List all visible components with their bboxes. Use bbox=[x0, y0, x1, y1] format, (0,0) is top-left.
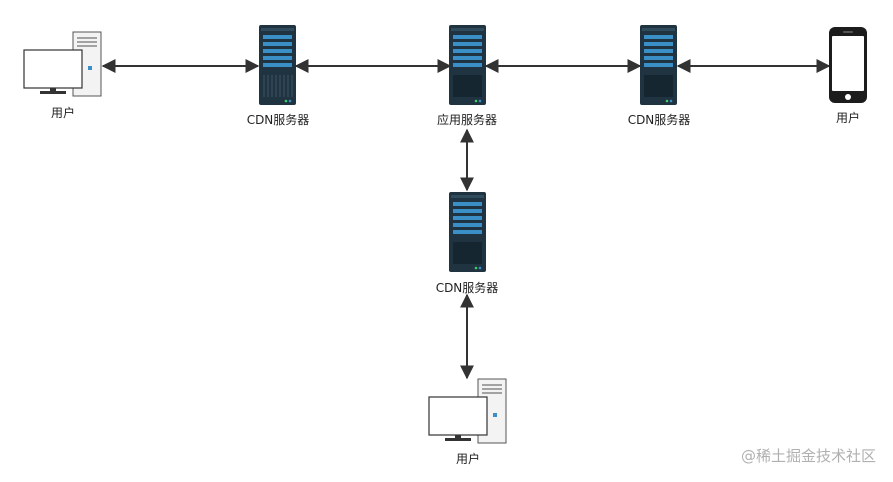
server-rack-icon bbox=[640, 25, 677, 105]
monitor bbox=[428, 396, 488, 436]
node-label-cdn-right: CDN服务器 bbox=[628, 112, 691, 127]
server-rack-icon bbox=[259, 25, 296, 105]
node-label-cdn-left: CDN服务器 bbox=[247, 112, 310, 127]
node-label-cdn-bottom: CDN服务器 bbox=[436, 280, 499, 295]
watermark: @稀土掘金技术社区 bbox=[741, 447, 876, 465]
server-rack-icon bbox=[449, 192, 486, 272]
monitor bbox=[23, 49, 83, 89]
desktop-computer-icon bbox=[23, 31, 102, 97]
desktop-computer-icon bbox=[428, 378, 507, 444]
node-label-app-server: 应用服务器 bbox=[437, 112, 497, 127]
node-label-user-left: 用户 bbox=[51, 105, 75, 120]
node-labels: 用户 CDN服务器 应用服务器 CDN服务器 用户 CDN服务器 用户 bbox=[51, 105, 860, 466]
server-rack-icon bbox=[449, 25, 486, 105]
edges bbox=[101, 59, 831, 380]
node-label-user-bottom: 用户 bbox=[456, 451, 480, 466]
node-label-user-phone: 用户 bbox=[836, 110, 860, 125]
smartphone-icon bbox=[829, 27, 867, 103]
